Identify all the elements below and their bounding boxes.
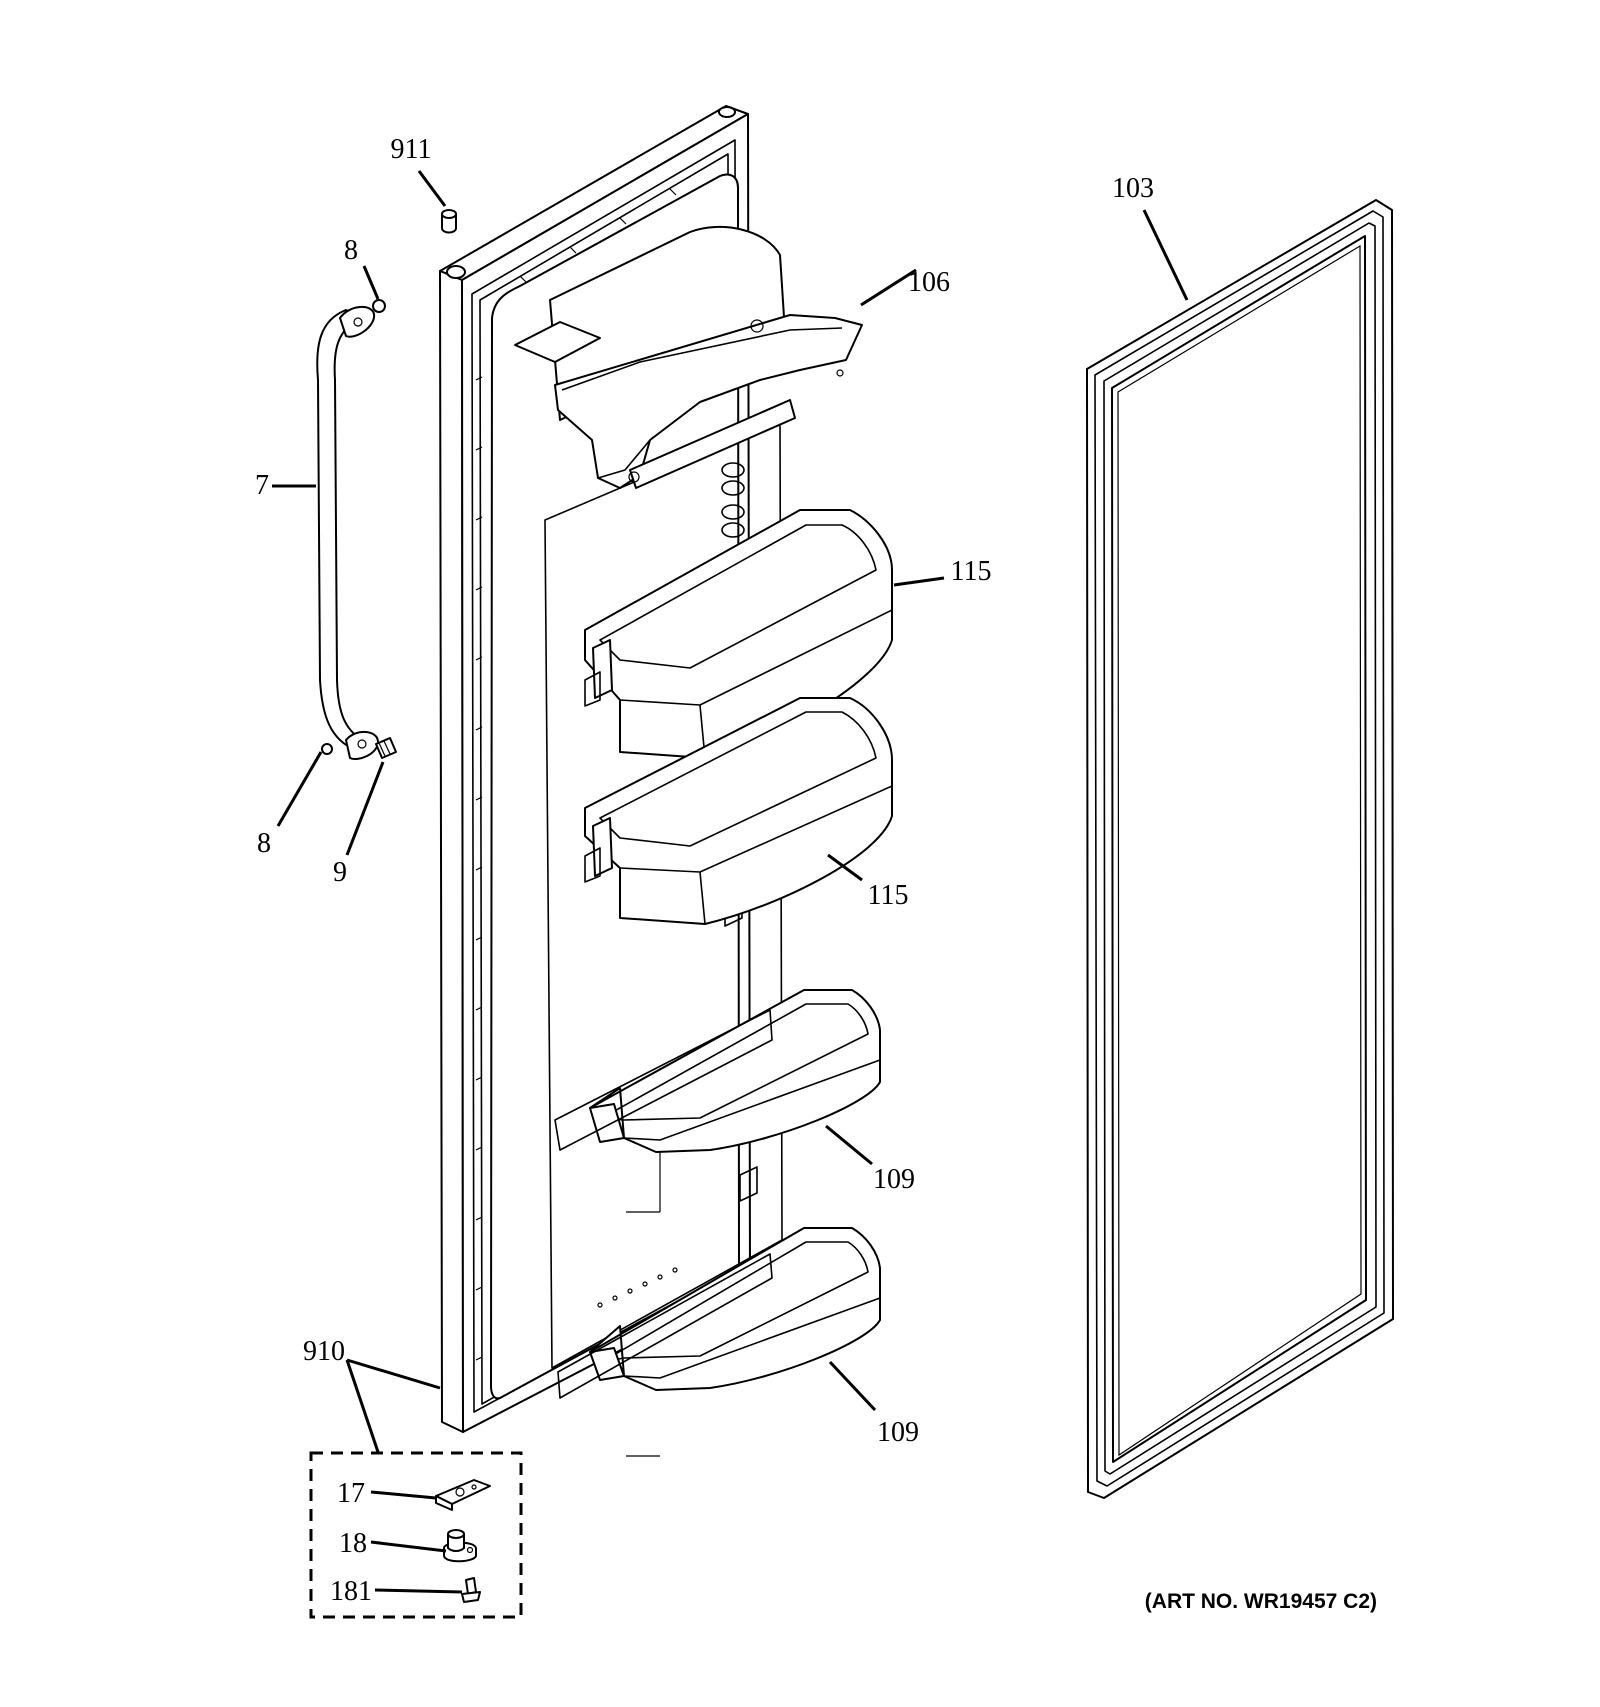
dairy-door-part-106 — [514, 225, 863, 538]
callout-109-top: 109 — [873, 1164, 915, 1195]
door-gasket-part-103 — [1086, 199, 1394, 1499]
callout-109-bottom: 109 — [877, 1417, 919, 1448]
callout-7: 7 — [255, 470, 269, 501]
callout-106: 106 — [908, 267, 950, 298]
callout-181: 181 — [330, 1576, 372, 1607]
callout-8-bottom: 8 — [257, 828, 271, 859]
callout-910: 910 — [303, 1336, 345, 1367]
hinge-plate-part-17 — [435, 1479, 491, 1511]
door-bin-part-109-upper — [589, 989, 881, 1213]
art-number: (ART NO. WR19457 C2) — [1145, 1590, 1377, 1613]
screw-part-181 — [461, 1577, 481, 1603]
callout-17: 17 — [337, 1478, 365, 1509]
hinge-kit-box-910 — [309, 1451, 523, 1619]
shelf-bin-part-115-lower — [584, 697, 893, 925]
screw-part-8-top — [372, 299, 386, 313]
shelf-bin-part-115-upper — [584, 509, 893, 759]
plug-part-911 — [441, 209, 457, 234]
callout-labels: 911 8 7 8 9 106 115 115 109 109 103 910 … — [255, 134, 1377, 1613]
stud-part-9 — [375, 737, 397, 759]
door-handle-part-7 — [316, 306, 379, 760]
callout-115-top: 115 — [951, 556, 992, 587]
callout-8-top: 8 — [344, 235, 358, 266]
callout-103: 103 — [1112, 173, 1154, 204]
callout-9: 9 — [333, 857, 347, 888]
liner-shelf-rails — [554, 1009, 773, 1399]
leader-lines — [272, 170, 1189, 1594]
hinge-pin-part-18 — [443, 1529, 477, 1563]
callout-911: 911 — [391, 134, 432, 165]
door-bin-part-109-lower — [589, 1227, 881, 1457]
callout-115-bottom: 115 — [868, 880, 909, 911]
screw-part-8-bottom — [321, 743, 333, 755]
callout-18: 18 — [339, 1528, 367, 1559]
